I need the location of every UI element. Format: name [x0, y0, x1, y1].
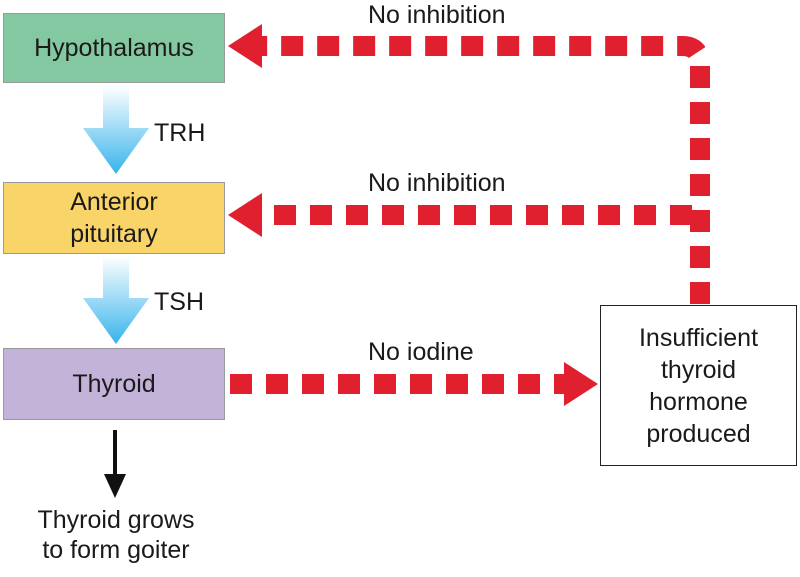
- trh-arrow: [83, 86, 149, 174]
- goiter-outcome-line1: Thyroid grows: [37, 506, 195, 534]
- arrowhead-to-insufficient: [564, 362, 598, 406]
- trh-label: TRH: [154, 119, 206, 147]
- anterior-pituitary-line2: pituitary: [70, 220, 158, 248]
- insufficient-line1: Insufficient: [638, 323, 759, 352]
- no-inhibition-middle-label: No inhibition: [368, 169, 506, 197]
- no-iodine-label: No iodine: [368, 338, 474, 366]
- tsh-label: TSH: [154, 288, 204, 316]
- arrowhead-to-hypothalamus: [228, 24, 262, 68]
- tsh-arrow: [83, 256, 149, 344]
- hypothalamus-box: Hypothalamus: [3, 13, 225, 83]
- goiter-outcome-text: Thyroid grows to form goiter: [0, 505, 232, 565]
- anterior-pituitary-box: Anterior pituitary: [3, 182, 225, 254]
- anterior-pituitary-line1: Anterior: [70, 188, 158, 216]
- insufficient-hormone-box: Insufficient thyroid hormone produced: [600, 305, 797, 466]
- thyroid-box: Thyroid: [3, 348, 225, 420]
- arrowhead-to-pituitary: [228, 193, 262, 237]
- hypothalamus-label: Hypothalamus: [34, 34, 194, 62]
- no-inhibition-top-label: No inhibition: [368, 1, 506, 29]
- insufficient-line2: thyroid: [660, 355, 737, 384]
- goiter-outcome-line2: to form goiter: [42, 536, 190, 564]
- insufficient-line3: hormone: [649, 387, 748, 416]
- insufficient-line4: produced: [646, 419, 751, 448]
- outcome-arrowhead: [104, 474, 126, 498]
- thyroid-label: Thyroid: [72, 370, 156, 398]
- feedback-path-top: [258, 36, 710, 304]
